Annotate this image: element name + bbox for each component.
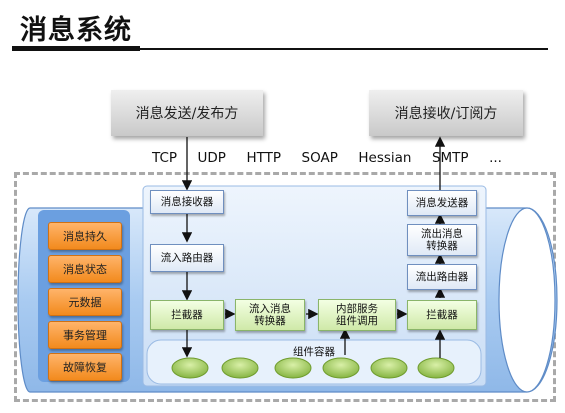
side-item-label: 事务管理 [63, 329, 107, 342]
receiver-node: 消息接收器 [150, 190, 224, 214]
protocol-http: HTTP [246, 150, 282, 166]
sender-node-label: 消息发送器 [415, 196, 469, 209]
internal-service-node: 内部服务 组件调用 [318, 299, 396, 331]
component-pod [370, 357, 408, 379]
outbound-converter-label-2: 转换器 [426, 240, 458, 252]
protocol-udp: UDP [197, 150, 226, 166]
sender-box: 消息发送/发布方 [111, 90, 263, 136]
side-item-label: 消息状态 [63, 263, 107, 276]
side-item-metadata: 元数据 [48, 288, 122, 316]
side-item-transaction: 事务管理 [48, 321, 122, 349]
page-title: 消息系统 [20, 15, 132, 46]
inbound-router-label: 流入路由器 [160, 251, 214, 264]
protocol-tcp: TCP [152, 150, 178, 166]
interceptor-left-node: 拦截器 [150, 300, 224, 330]
protocol-soap: SOAP [301, 150, 338, 166]
inbound-converter-node: 流入消息 转换器 [235, 299, 305, 331]
component-pod [221, 357, 259, 379]
interceptor-left-label: 拦截器 [171, 308, 203, 321]
side-item-status: 消息状态 [48, 255, 122, 283]
side-item-label: 元数据 [68, 296, 102, 309]
side-item-label: 故障恢复 [63, 361, 107, 374]
sender-label: 消息发送/发布方 [135, 106, 239, 122]
outbound-router-label: 流出路由器 [415, 270, 469, 283]
receiver-node-label: 消息接收器 [160, 195, 214, 208]
internal-service-label-2: 组件调用 [336, 315, 378, 327]
side-item-recovery: 故障恢复 [48, 353, 122, 381]
component-pod [417, 357, 455, 379]
inner-panel [142, 185, 487, 387]
title-underline [12, 48, 548, 50]
cylinder-end [498, 207, 556, 393]
outbound-converter-node: 流出消息 转换器 [407, 224, 477, 256]
inbound-router-node: 流入路由器 [150, 244, 224, 272]
receiver-box: 消息接收/订阅方 [369, 90, 523, 136]
protocol-smtp: SMTP [431, 150, 469, 166]
component-pod [322, 357, 360, 379]
component-pod [171, 357, 209, 379]
interceptor-right-node: 拦截器 [407, 300, 477, 330]
internal-service-label-1: 内部服务 [336, 302, 378, 315]
outbound-converter-label-1: 流出消息 [421, 227, 463, 240]
inbound-converter-label-2: 转换器 [254, 315, 286, 327]
side-item-label: 消息持久 [63, 230, 107, 243]
interceptor-right-label: 拦截器 [426, 308, 458, 321]
protocol-hessian: Hessian [358, 150, 412, 166]
outbound-router-node: 流出路由器 [407, 264, 477, 290]
receiver-label: 消息接收/订阅方 [394, 106, 498, 122]
sender-node: 消息发送器 [407, 190, 477, 216]
component-pod [274, 357, 312, 379]
inbound-converter-label-1: 流入消息 [249, 302, 291, 315]
protocol-ellipsis: ... [489, 150, 502, 166]
protocol-list: TCP UDP HTTP SOAP Hessian SMTP ... [152, 150, 502, 166]
component-container-label: 组件容器 [293, 346, 335, 358]
side-item-persistence: 消息持久 [48, 222, 122, 250]
